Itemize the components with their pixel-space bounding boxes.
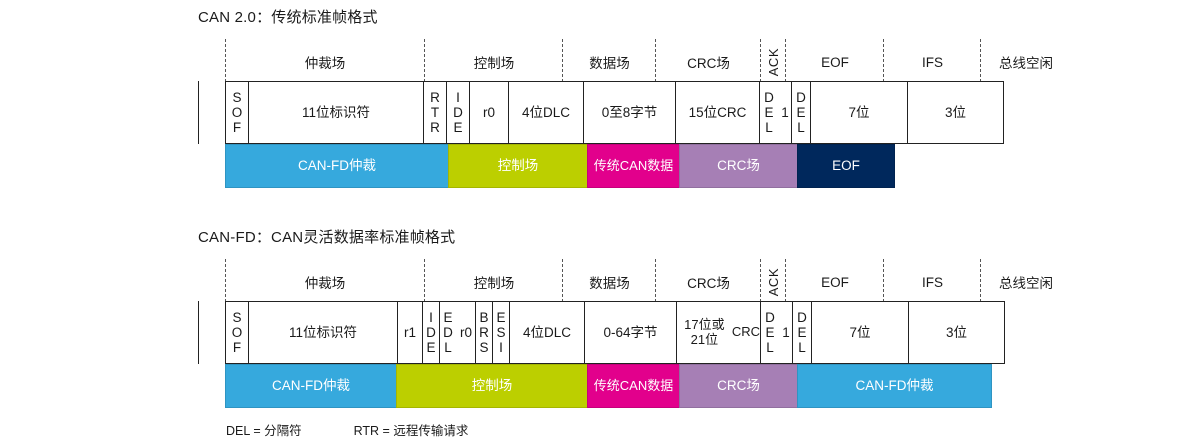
canfd-cell-r0[interactable]: r0 xyxy=(456,301,476,364)
canfd-title: CAN-FD：CAN灵活数据率标准帧格式 xyxy=(198,229,456,246)
legend-rtr: RTR = 远程传输请求 xyxy=(353,424,469,438)
can20-title: CAN 2.0：传统标准帧格式 xyxy=(198,9,378,26)
canfd-cell-identifier-11bit[interactable]: 11位标识符 xyxy=(248,301,398,364)
can20-header-row: 仲裁场 控制场 数据场 CRC场 ACK EOF IFS 总线空闲 xyxy=(225,39,1158,87)
canfd-cell-r1[interactable]: r1 xyxy=(397,301,423,364)
can20-header-ack: ACK xyxy=(761,39,786,87)
canfd-header-control: 控制场 xyxy=(425,259,563,307)
can20-bus-idle-lead xyxy=(198,81,226,144)
can20-diagram: CAN 2.0：传统标准帧格式 仲裁场 控制场 数据场 CRC场 ACK EOF… xyxy=(198,6,1158,188)
canfd-cell-eof-7bit[interactable]: 7位 xyxy=(811,301,909,364)
canfd-header-row: 仲裁场 控制场 数据场 CRC场 ACK EOF IFS 总线空闲 xyxy=(225,259,1158,307)
can20-cell-data-bytes[interactable]: 0至8字节 xyxy=(583,81,676,144)
canfd-cell-dlc-4bit[interactable]: 4位DLC xyxy=(509,301,585,364)
canfd-header-ifs: IFS xyxy=(884,259,981,307)
can20-header-bus-idle: 总线空闲 xyxy=(999,56,1053,71)
canfd-bus-idle-lead xyxy=(198,301,226,364)
can20-cell-ifs-3bit[interactable]: 3位 xyxy=(907,81,1004,144)
canfd-header-eof: EOF xyxy=(786,259,884,307)
canfd-band-can-fd-arbitration[interactable]: CAN-FD仲裁 xyxy=(225,364,397,408)
can20-band-crc-field[interactable]: CRC场 xyxy=(679,144,798,188)
can20-header-eof: EOF xyxy=(786,39,884,87)
can20-cell-ack-slot[interactable]: 1 xyxy=(778,81,792,144)
can20-cell-crc-15bit[interactable]: 15位CRC xyxy=(675,81,760,144)
canfd-diagram: CAN-FD：CAN灵活数据率标准帧格式 仲裁场 控制场 数据场 CRC场 AC… xyxy=(198,226,1158,408)
can20-cell-identifier-11bit[interactable]: 11位标识符 xyxy=(248,81,424,144)
canfd-header-arbitration: 仲裁场 xyxy=(225,259,425,307)
canfd-header-ack: ACK xyxy=(761,259,786,307)
can20-band-can-fd-arbitration[interactable]: CAN-FD仲裁 xyxy=(225,144,449,188)
canfd-cell-data-bytes[interactable]: 0-64字节 xyxy=(584,301,677,364)
can20-cell-dlc-4bit[interactable]: 4位DLC xyxy=(508,81,584,144)
canfd-cell-ack-slot[interactable]: 1 xyxy=(779,301,793,364)
canfd-band-spacer xyxy=(198,364,226,408)
canfd-band-can-fd-arbitration-end[interactable]: CAN-FD仲裁 xyxy=(797,364,992,408)
canfd-band-control-field[interactable]: 控制场 xyxy=(396,364,588,408)
can20-header-data: 数据场 xyxy=(563,39,656,87)
canfd-header-crc: CRC场 xyxy=(656,259,761,307)
legend: DEL = 分隔符 RTR = 远程传输请求 xyxy=(226,420,468,439)
legend-del: DEL = 分隔符 xyxy=(226,424,302,438)
can20-band-spacer xyxy=(198,144,226,188)
canfd-header-bus-idle: 总线空闲 xyxy=(999,276,1053,291)
canfd-header-data: 数据场 xyxy=(563,259,656,307)
can20-cell-eof-7bit[interactable]: 7位 xyxy=(810,81,908,144)
can20-band-eof[interactable]: EOF xyxy=(797,144,895,188)
canfd-band-crc-field[interactable]: CRC场 xyxy=(679,364,798,408)
canfd-cell-ifs-3bit[interactable]: 3位 xyxy=(908,301,1005,364)
can20-header-control: 控制场 xyxy=(425,39,563,87)
can20-cell-r0[interactable]: r0 xyxy=(469,81,509,144)
can20-header-ifs: IFS xyxy=(884,39,981,87)
can20-header-crc: CRC场 xyxy=(656,39,761,87)
can20-band-control-field[interactable]: 控制场 xyxy=(448,144,588,188)
can20-header-arbitration: 仲裁场 xyxy=(225,39,425,87)
